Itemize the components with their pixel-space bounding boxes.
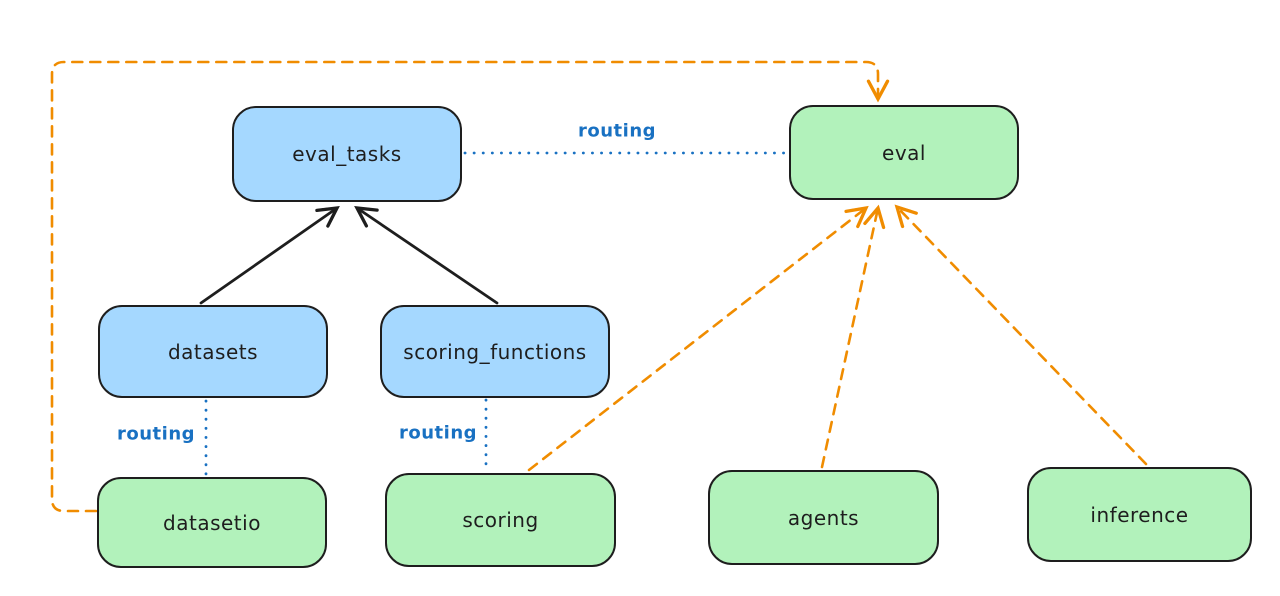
node-agents-label: agents bbox=[787, 505, 860, 530]
node-scoring-label: scoring bbox=[462, 508, 539, 532]
node-eval-tasks-label: eval_tasks bbox=[292, 142, 402, 166]
node-scoring-functions: scoring_functions bbox=[380, 305, 610, 398]
node-datasetio-label: datasetio bbox=[163, 510, 261, 535]
node-scoring-functions-label: scoring_functions bbox=[403, 339, 587, 364]
node-eval-tasks: eval_tasks bbox=[232, 106, 462, 202]
node-datasets-label: datasets bbox=[167, 339, 259, 364]
node-eval-label: eval bbox=[882, 140, 926, 165]
edge-inference-to-eval bbox=[894, 204, 1148, 466]
node-scoring: scoring bbox=[385, 473, 616, 567]
edge-datasets-to-eval-tasks bbox=[199, 205, 340, 305]
edge-label-routing-scoring-functions-scoring: routing bbox=[398, 422, 478, 444]
node-datasetio: datasetio bbox=[97, 477, 327, 568]
edge-label-routing-datasets-datasetio: routing bbox=[116, 423, 196, 445]
node-eval: eval bbox=[789, 105, 1019, 200]
edge-scoring-functions-to-eval-tasks bbox=[354, 206, 499, 305]
node-datasets: datasets bbox=[98, 305, 328, 398]
node-agents: agents bbox=[708, 470, 939, 565]
node-inference: inference bbox=[1027, 467, 1252, 562]
edge-label-routing-eval-tasks-eval: routing bbox=[577, 120, 657, 142]
edge-agents-to-eval bbox=[820, 204, 886, 469]
node-inference-label: inference bbox=[1090, 502, 1189, 527]
